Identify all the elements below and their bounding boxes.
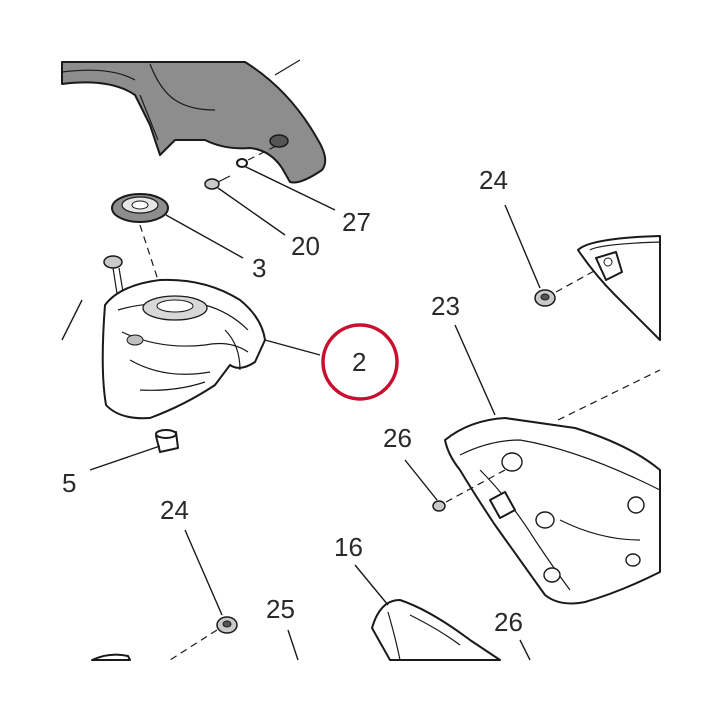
callout-20[interactable]: 20 bbox=[291, 231, 320, 261]
spacer-5[interactable] bbox=[155, 429, 179, 453]
leader-3 bbox=[165, 214, 244, 259]
part-16[interactable] bbox=[371, 599, 501, 661]
leader-23 bbox=[454, 324, 496, 416]
leader-26-lower bbox=[519, 639, 531, 661]
leader-25 bbox=[287, 629, 299, 661]
leader-27 bbox=[243, 165, 336, 211]
callout-5[interactable]: 5 bbox=[62, 468, 76, 498]
washer-27[interactable] bbox=[236, 158, 248, 168]
callout-25[interactable]: 25 bbox=[266, 594, 295, 624]
panel-23[interactable] bbox=[444, 417, 661, 605]
upper-right-bracket[interactable] bbox=[577, 235, 661, 341]
leader-24-upper bbox=[504, 204, 541, 289]
axis-line bbox=[557, 369, 661, 421]
leader-lines bbox=[89, 165, 541, 661]
housing-2[interactable] bbox=[101, 278, 266, 420]
leader-26-middle bbox=[404, 459, 438, 501]
callout-3[interactable]: 3 bbox=[252, 253, 266, 283]
leader-20 bbox=[217, 187, 286, 236]
nut-24-upper[interactable] bbox=[534, 289, 556, 307]
callout-23[interactable]: 23 bbox=[431, 291, 460, 321]
axis-line bbox=[139, 224, 159, 281]
lower-left-part[interactable] bbox=[91, 653, 131, 661]
leader-line bbox=[61, 299, 83, 341]
callout-2[interactable]: 2 bbox=[352, 347, 366, 377]
callout-27[interactable]: 27 bbox=[342, 207, 371, 237]
screw-20[interactable] bbox=[204, 175, 231, 190]
grommet-3[interactable] bbox=[111, 193, 169, 223]
callout-16[interactable]: 16 bbox=[334, 532, 363, 562]
leader-24-lower bbox=[184, 529, 223, 616]
leader-5 bbox=[89, 445, 161, 471]
leader-2 bbox=[264, 339, 321, 356]
callout-26-middle[interactable]: 26 bbox=[383, 423, 412, 453]
nut-24-lower[interactable] bbox=[216, 616, 238, 634]
callout-26-lower[interactable]: 26 bbox=[494, 607, 523, 637]
nut-26-middle[interactable] bbox=[432, 500, 446, 512]
highlight-circle bbox=[321, 323, 399, 401]
axis-line bbox=[247, 143, 281, 161]
top-cover-part[interactable] bbox=[61, 59, 327, 184]
callout-24-upper[interactable]: 24 bbox=[479, 165, 508, 195]
axis-line bbox=[555, 264, 606, 293]
leader-16 bbox=[354, 564, 389, 606]
axis-line bbox=[169, 629, 218, 661]
callout-24-lower[interactable]: 24 bbox=[160, 495, 189, 525]
